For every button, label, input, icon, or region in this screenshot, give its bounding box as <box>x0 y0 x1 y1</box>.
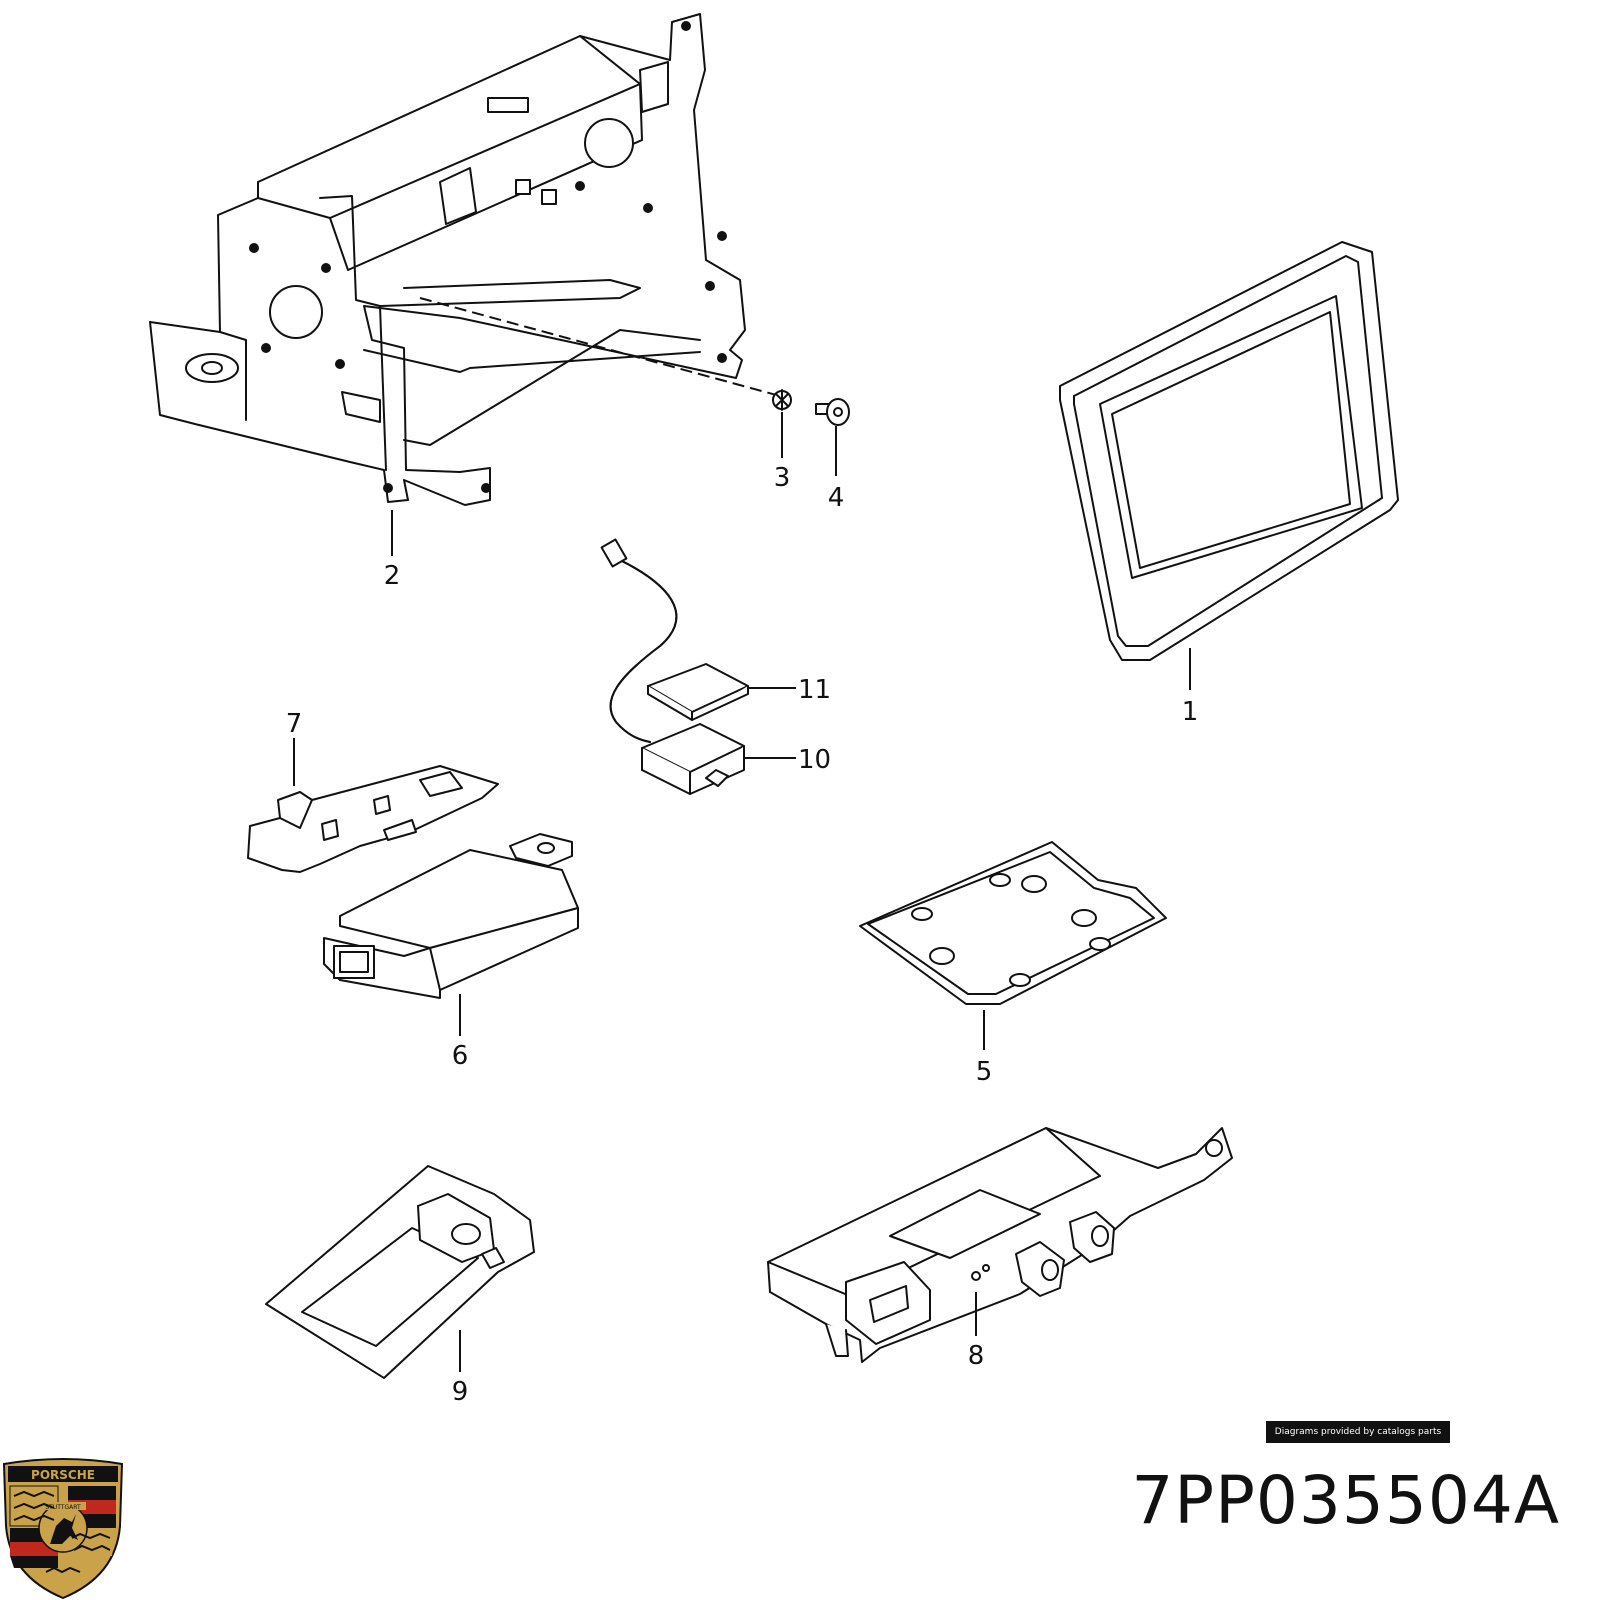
callout-11: 11 <box>798 675 831 705</box>
logo-brand-text: PORSCHE <box>31 1468 95 1482</box>
callout-labels: 2 3 4 1 11 10 7 6 5 9 8 <box>286 463 1199 1407</box>
diagram-credit: Diagrams provided by catalogs parts <box>1266 1421 1450 1443</box>
part-5-mounting-plate <box>859 841 1167 1005</box>
part-7-small-bracket <box>247 765 499 873</box>
callout-2: 2 <box>384 561 401 591</box>
callout-5: 5 <box>976 1057 993 1087</box>
leader-lines <box>293 412 1191 1372</box>
callout-9: 9 <box>452 1377 469 1407</box>
callout-1: 1 <box>1182 697 1199 727</box>
part-number: 7PP035504A <box>1131 1462 1560 1539</box>
porsche-crest-logo: PORSCHE STUTTGART <box>2 1458 124 1600</box>
part-1-display-bezel <box>1059 241 1399 661</box>
part-9-cover-plate <box>265 1165 535 1379</box>
callout-4: 4 <box>828 483 845 513</box>
callout-8: 8 <box>968 1341 985 1371</box>
part-3-clip-nut <box>772 389 792 411</box>
part-10-11-antenna-cable <box>600 538 749 795</box>
part-4-screw <box>815 398 850 426</box>
part-6-control-module <box>323 833 579 999</box>
part-8-receiver-module <box>767 1127 1233 1363</box>
callout-3: 3 <box>774 463 791 493</box>
part-2-mounting-frame <box>149 13 746 506</box>
assembly-line <box>419 297 781 397</box>
logo-city-text: STUTTGART <box>45 1504 81 1511</box>
callout-10: 10 <box>798 745 831 775</box>
callout-6: 6 <box>452 1041 469 1071</box>
callout-7: 7 <box>286 709 303 739</box>
